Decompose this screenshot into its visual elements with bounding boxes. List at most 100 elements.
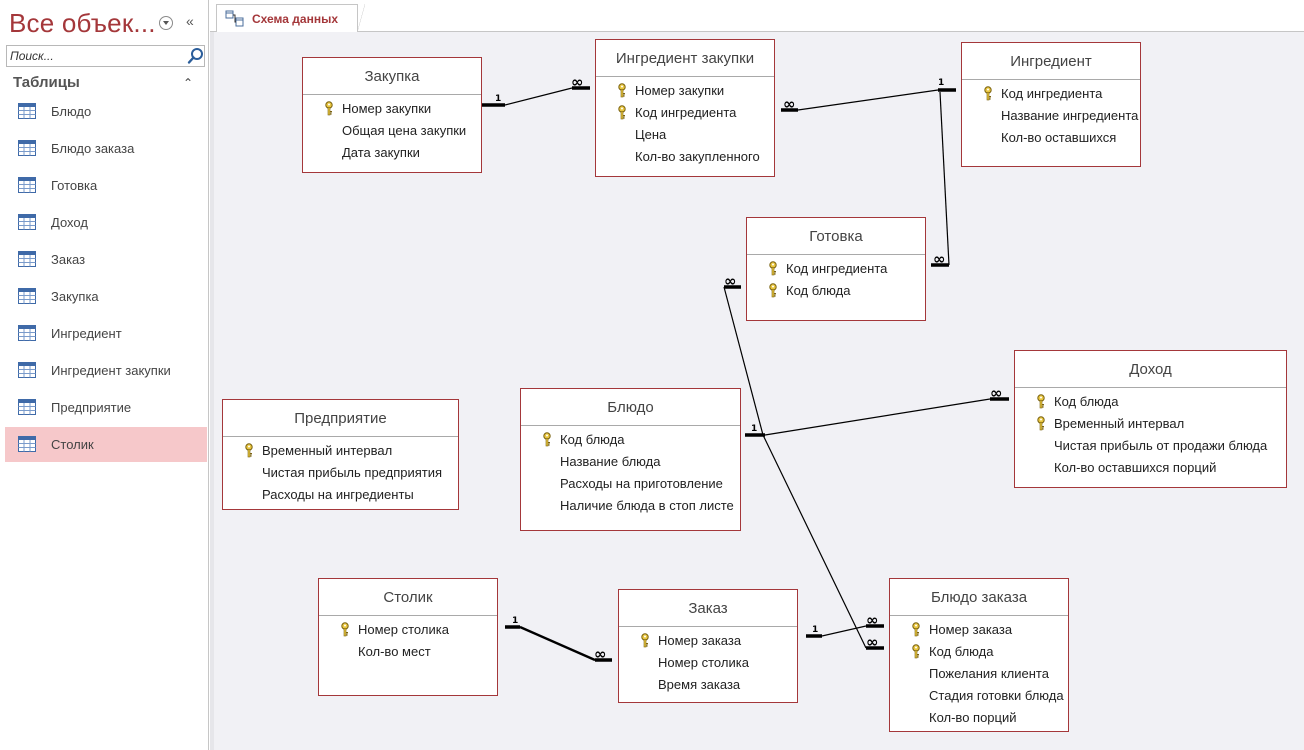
table-icon — [18, 177, 36, 193]
nav-search-input[interactable] — [7, 46, 186, 66]
table-icon — [18, 288, 36, 304]
table-box-title[interactable]: Заказ — [619, 590, 797, 627]
table-box-title[interactable]: Блюдо — [521, 389, 740, 426]
table-field[interactable]: Код блюда — [521, 429, 740, 451]
nav-pane-title[interactable]: Все объек... — [9, 8, 156, 38]
table-box-title[interactable]: Доход — [1015, 351, 1286, 388]
nav-table-item[interactable]: Доход — [5, 205, 207, 240]
table-field-name: Чистая прибыль от продажи блюда — [1054, 438, 1268, 453]
table-field[interactable]: Название ингредиента — [962, 105, 1140, 127]
table-field[interactable]: Номер заказа — [890, 619, 1068, 641]
nav-table-item-label: Блюдо — [51, 104, 92, 119]
table-field-name: Цена — [635, 127, 667, 142]
table-box-title[interactable]: Столик — [319, 579, 497, 616]
table-box-title[interactable]: Ингредиент закупки — [596, 40, 774, 77]
table-field[interactable]: Код ингредиента — [596, 102, 774, 124]
table-field[interactable]: Кол-во закупленного — [596, 146, 774, 168]
nav-collapse-icon[interactable]: « — [186, 13, 194, 29]
table-field[interactable]: Код блюда — [1015, 391, 1286, 413]
canvas-border — [210, 32, 214, 750]
table-field[interactable]: Название блюда — [521, 451, 740, 473]
table-box-title[interactable]: Ингредиент — [962, 43, 1140, 80]
nav-table-item[interactable]: Предприятие — [5, 390, 207, 425]
cardinality-many-label: ∞ — [783, 95, 796, 113]
table-field[interactable]: Код ингредиента — [747, 258, 925, 280]
table-field[interactable]: Пожелания клиента — [890, 663, 1068, 685]
primary-key-icon — [912, 644, 920, 659]
table-field-name: Кол-во порций — [929, 710, 1017, 725]
nav-table-item-label: Блюдо заказа — [51, 141, 135, 156]
tab-relationships[interactable]: Схема данных — [216, 4, 365, 33]
table-field[interactable]: Временный интервал — [223, 440, 458, 462]
primary-key-icon — [618, 105, 626, 120]
table-field[interactable]: Общая цена закупки — [303, 120, 481, 142]
primary-key-icon — [641, 633, 649, 648]
table-field-name: Название ингредиента — [1001, 108, 1139, 123]
table-field[interactable]: Цена — [596, 124, 774, 146]
nav-table-item[interactable]: Блюдо — [5, 94, 207, 129]
table-field-name: Код ингредиента — [1001, 86, 1103, 101]
table-field[interactable]: Код блюда — [890, 641, 1068, 663]
table-box-title[interactable]: Блюдо заказа — [890, 579, 1068, 616]
table-box-title[interactable]: Предприятие — [223, 400, 458, 437]
nav-table-item-label: Доход — [51, 215, 88, 230]
nav-table-item[interactable]: Ингредиент — [5, 316, 207, 351]
search-icon[interactable] — [187, 47, 205, 65]
table-icon — [18, 214, 36, 230]
table-field[interactable]: Чистая прибыль предприятия — [223, 462, 458, 484]
table-field[interactable]: Временный интервал — [1015, 413, 1286, 435]
cardinality-many-label: ∞ — [990, 384, 1003, 402]
nav-table-item[interactable]: Готовка — [5, 168, 207, 203]
table-field[interactable]: Расходы на приготовление — [521, 473, 740, 495]
table-field[interactable]: Чистая прибыль от продажи блюда — [1015, 435, 1286, 457]
table-field[interactable]: Номер закупки — [303, 98, 481, 120]
table-field[interactable]: Время заказа — [619, 674, 797, 696]
table-field-name: Кол-во мест — [358, 644, 431, 659]
table-field-name: Название блюда — [560, 454, 661, 469]
cardinality-one-label: 1 — [812, 625, 819, 635]
table-field[interactable]: Кол-во оставшихся — [962, 127, 1140, 149]
table-field[interactable]: Дата закупки — [303, 142, 481, 164]
nav-table-item[interactable]: Столик — [5, 427, 207, 462]
table-field-name: Кол-во оставшихся — [1001, 130, 1117, 145]
nav-table-item-label: Ингредиент — [51, 326, 122, 341]
chevron-up-icon[interactable]: ⌃ — [183, 76, 194, 90]
table-box-title[interactable]: Готовка — [747, 218, 925, 255]
nav-table-item[interactable]: Заказ — [5, 242, 207, 277]
table-field[interactable]: Кол-во порций — [890, 707, 1068, 729]
primary-key-icon — [769, 283, 777, 298]
table-field[interactable]: Код ингредиента — [962, 83, 1140, 105]
table-field-name: Номер закупки — [342, 101, 432, 116]
table-field[interactable]: Номер закупки — [596, 80, 774, 102]
nav-table-item[interactable]: Блюдо заказа — [5, 131, 207, 166]
nav-table-item[interactable]: Закупка — [5, 279, 207, 314]
primary-key-icon — [618, 83, 626, 98]
table-field[interactable]: Расходы на ингредиенты — [223, 484, 458, 506]
table-box-title[interactable]: Закупка — [303, 58, 481, 95]
primary-key-icon — [245, 443, 253, 458]
table-field[interactable]: Наличие блюда в стоп листе — [521, 495, 740, 517]
table-field[interactable]: Номер столика — [319, 619, 497, 641]
table-field[interactable]: Кол-во оставшихся порций — [1015, 457, 1286, 479]
nav-table-item-label: Закупка — [51, 289, 99, 304]
nav-table-item[interactable]: Ингредиент закупки — [5, 353, 207, 388]
table-icon — [18, 251, 36, 267]
table-field[interactable]: Номер заказа — [619, 630, 797, 652]
table-field[interactable]: Стадия готовки блюда — [890, 685, 1068, 707]
table-field[interactable]: Кол-во мест — [319, 641, 497, 663]
table-field[interactable]: Номер столика — [619, 652, 797, 674]
table-field[interactable]: Код блюда — [747, 280, 925, 302]
table-field-name: Наличие блюда в стоп листе — [560, 498, 734, 513]
nav-section-tables[interactable]: Таблицы — [13, 74, 80, 91]
nav-options-dropdown-icon[interactable] — [159, 16, 173, 30]
